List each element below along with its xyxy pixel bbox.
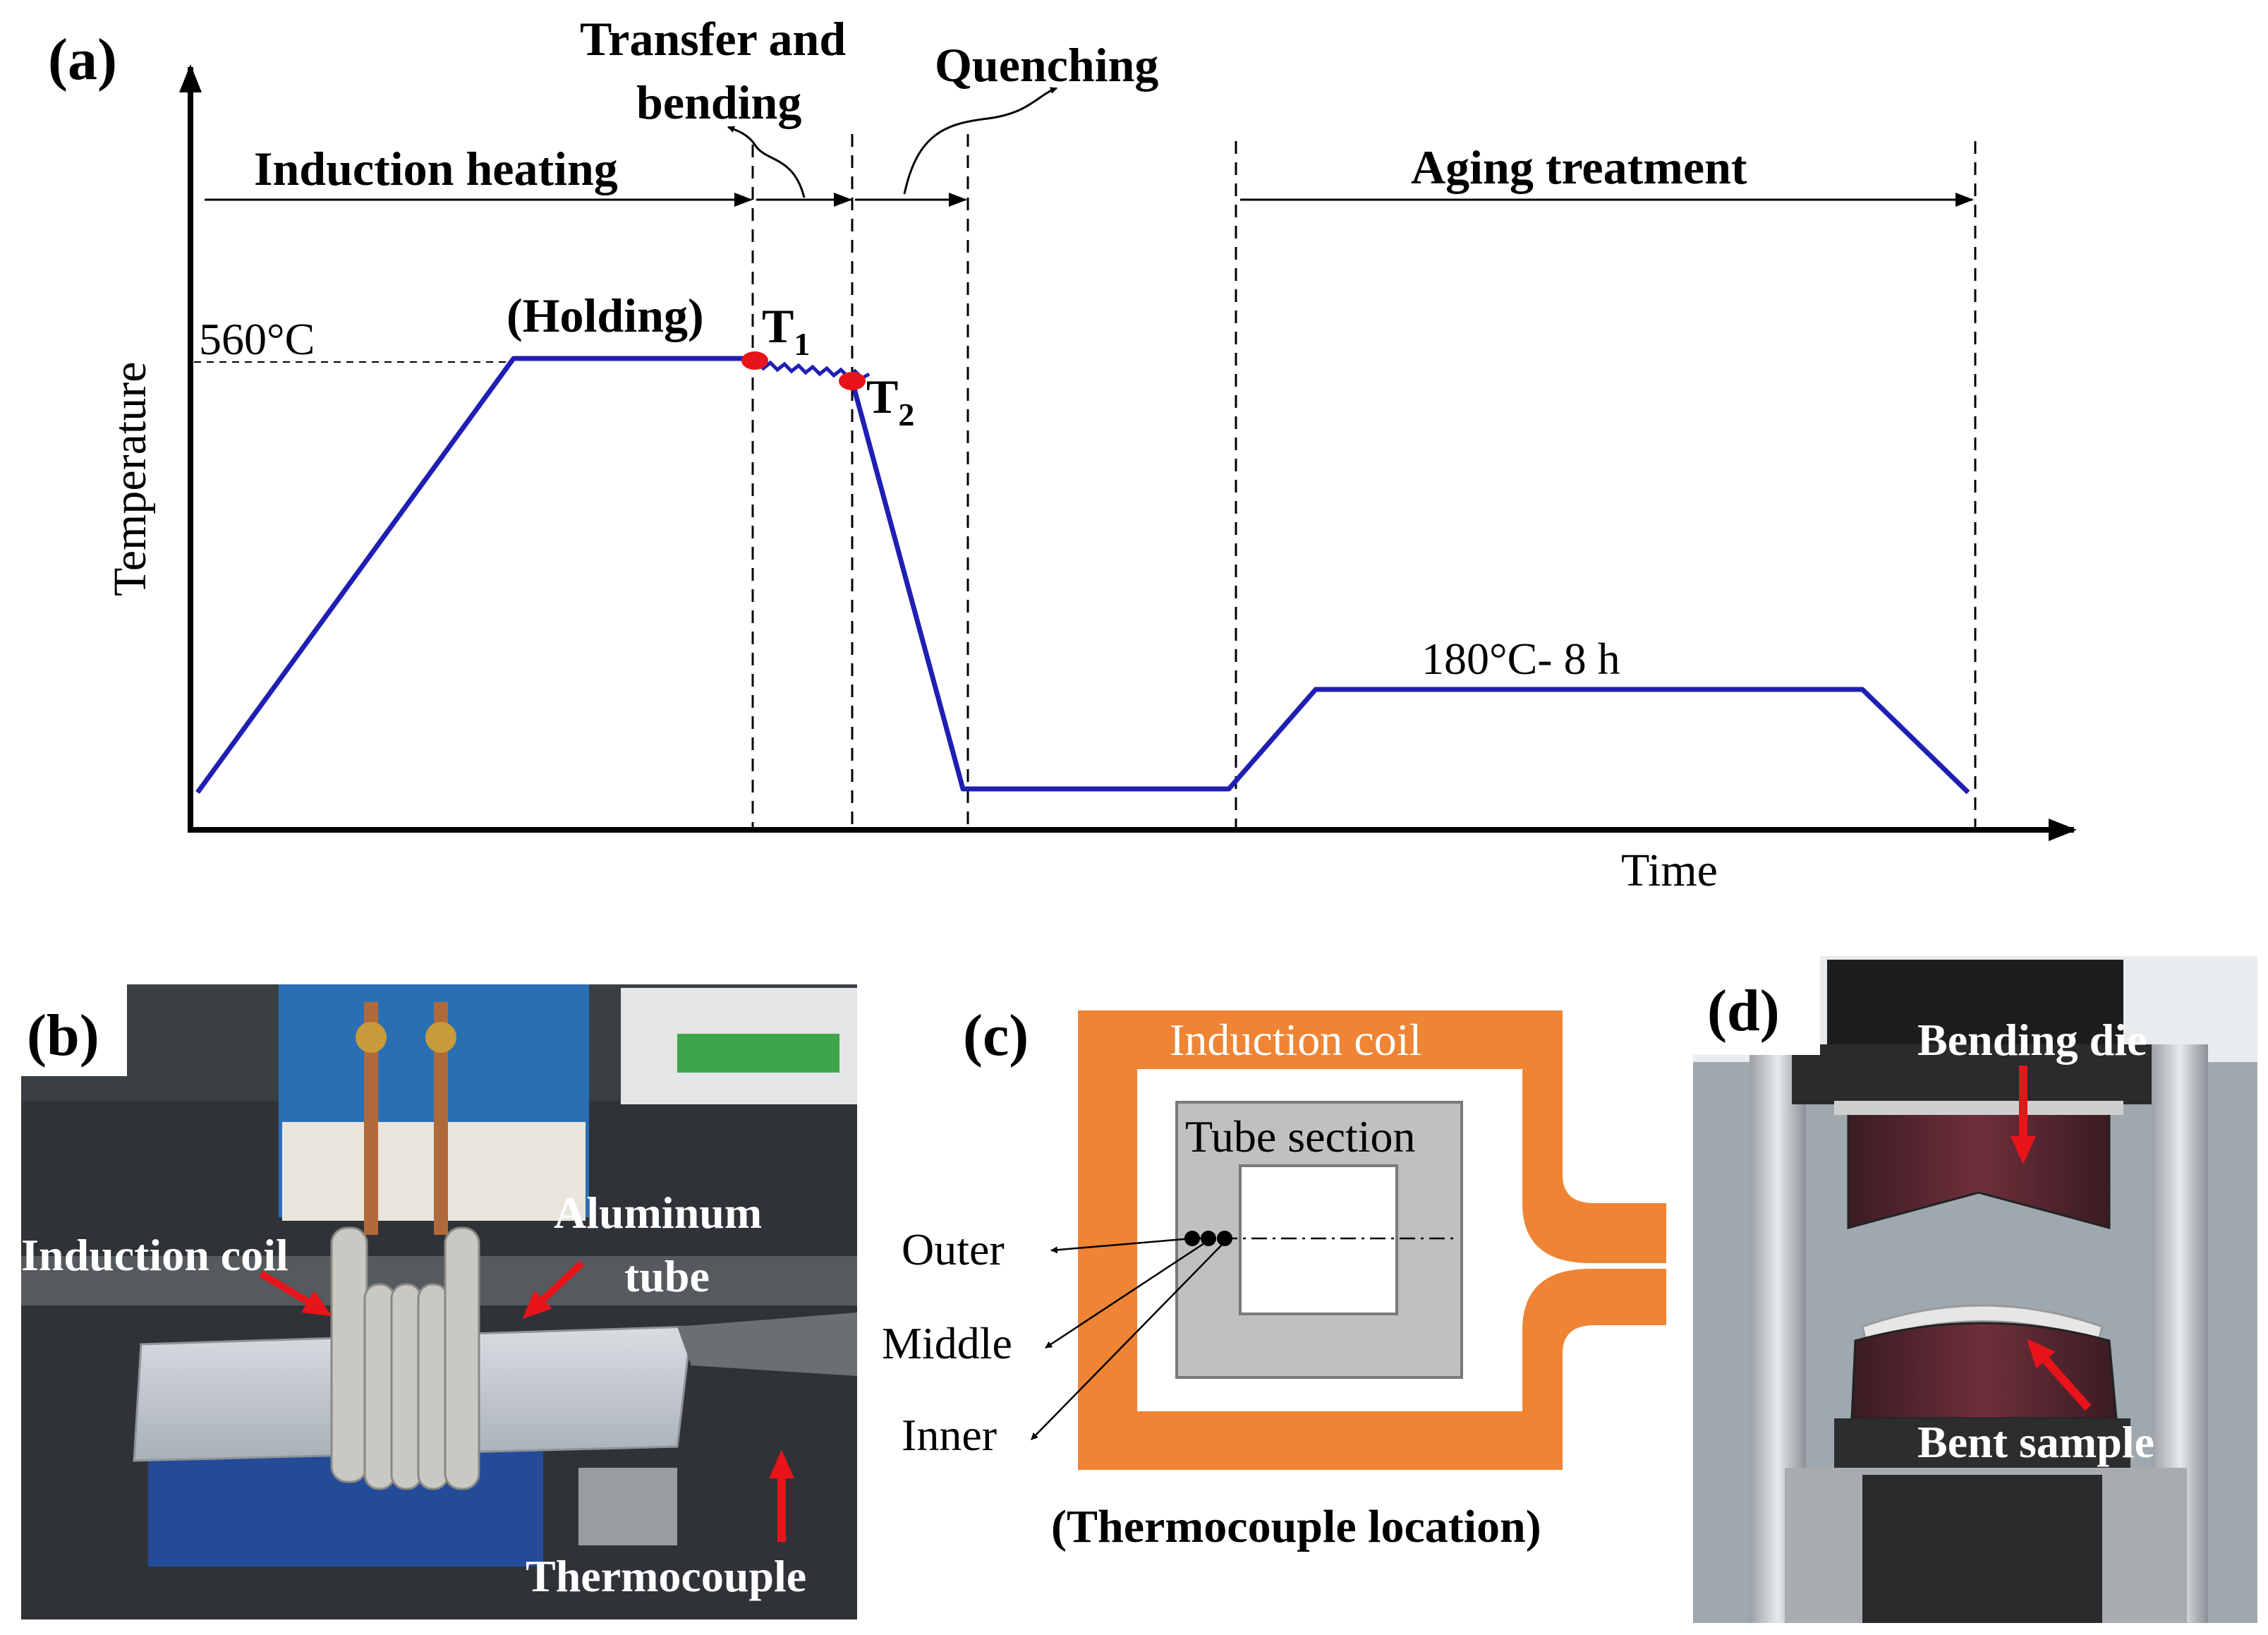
leader-outer [1050,1237,1193,1254]
thermocouple-inner-dot [1217,1231,1232,1246]
arrow-aluminum [522,1260,585,1319]
panel-b-label: (b) [27,1003,99,1068]
label-inner: Inner [902,1410,997,1460]
die-insert [1834,1101,2123,1115]
lower-die [1850,1322,2118,1420]
label-bent-sample: Bent sample [1917,1417,2154,1467]
stage-dividers [751,134,1977,827]
t2-label: T2 [866,370,914,433]
press-bottom-plate [1834,1418,2130,1468]
panel-b: (b) Induction coil Aluminum tube Thermoc… [21,984,857,1619]
induction-coil-photo [330,1226,480,1490]
arrow-bent-sample [2027,1339,2092,1411]
label-outer: Outer [902,1224,1005,1274]
holding-label: (Holding) [507,289,704,342]
label-thermocouple-b: Thermocouple [526,1551,806,1601]
x-axis-label: Time [1621,845,1718,896]
fitting-left [356,1022,387,1053]
quenching-pointer [903,87,1057,195]
panel-d-label-bg [1693,956,1820,1055]
stage-aging-label: Aging treatment [1411,140,1747,194]
press-bottom-block [1862,1475,2102,1623]
aging-condition-label: 180°C- 8 h [1421,634,1620,684]
fitting-right [425,1022,456,1053]
tongs [677,1313,857,1376]
label-induction-coil-c: Induction coil [1170,1015,1421,1065]
transfer-pointer [727,126,806,198]
terminal-block [677,1034,839,1073]
temp-560-label: 560°C [199,314,315,364]
copper-lead-left [364,1002,378,1235]
tube-hollow [1239,1164,1398,1315]
label-aluminum-1: Aluminum [554,1188,762,1238]
stage-transfer-label-1: Transfer and [580,12,846,66]
label-aluminum-2: tube [624,1251,710,1301]
label-bending-die: Bending die [1917,1015,2147,1065]
arrow-coil-b [259,1270,332,1317]
t1-label: T1 [762,299,810,362]
panel-d-label: (d) [1707,978,1780,1044]
temperature-curve [195,356,753,795]
t2-marker [839,372,866,390]
panel-b-label-bg [21,984,127,1076]
stage-induction-label: Induction heating [254,142,618,195]
stage-quenching-label: Quenching [935,38,1158,92]
panel-a-label: (a) [48,27,117,92]
press-top-plate [1792,1044,2152,1104]
leader-inner [1031,1241,1225,1440]
caption-thermocouple-location: (Thermocouple location) [1051,1501,1541,1552]
quench-and-aging-curve [849,380,1970,795]
panel-a: (a) Temperature Time Induction heating T… [48,12,2077,896]
label-induction-coil-b: Induction coil [21,1230,289,1280]
tube-clamp [578,1468,677,1545]
leader-middle [1045,1239,1209,1349]
label-middle: Middle [882,1318,1012,1368]
panel-d: (d) Bending die Bent sample [1693,956,2257,1623]
induction-coil-shape [1078,1010,1666,1470]
panel-c-label: (c) [963,1003,1029,1068]
t1-marker [741,351,768,370]
label-tube-section: Tube section [1185,1111,1416,1162]
y-axis-label: Temperature [104,361,156,596]
copper-lead-right [434,1002,448,1235]
stage-transfer-label-2: bending [636,76,801,129]
panel-c: (c) Induction coil Tube section Outer Mi… [882,1003,1666,1552]
